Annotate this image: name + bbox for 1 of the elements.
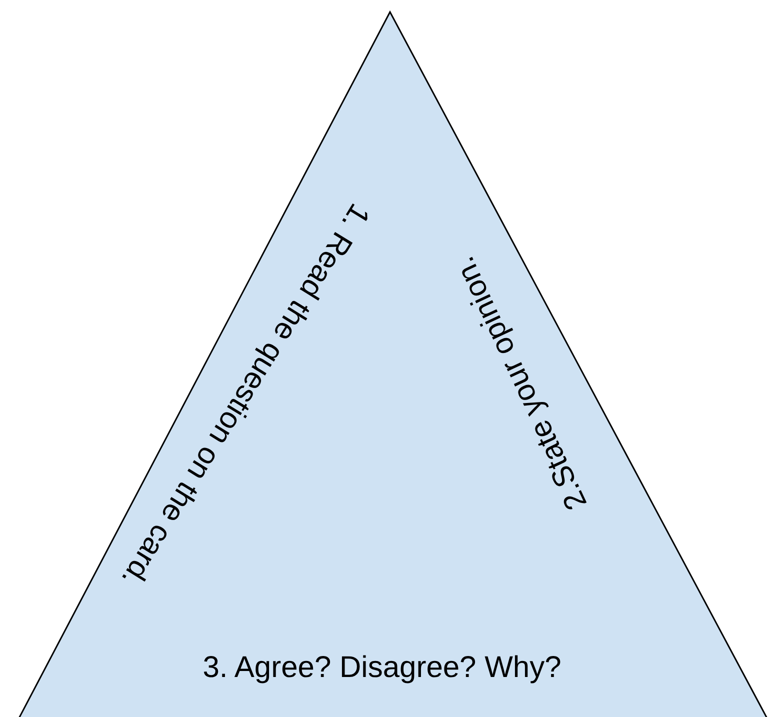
step-text: 3. Agree? Disagree? Why? [202, 653, 562, 683]
